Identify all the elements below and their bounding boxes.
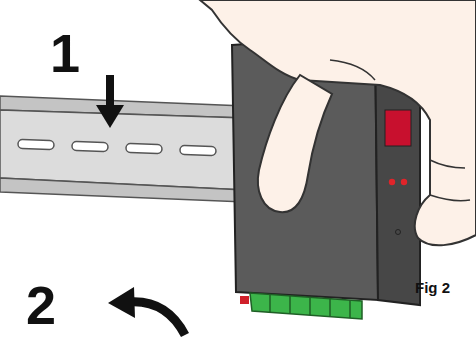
din-rail [0, 96, 245, 202]
step-number: 1 [50, 26, 80, 80]
down-arrow [96, 75, 124, 128]
step-number: 2 [26, 278, 56, 332]
rotate-arrow [108, 287, 185, 335]
hand [200, 0, 476, 245]
figure-caption: Fig 2 [415, 280, 450, 295]
